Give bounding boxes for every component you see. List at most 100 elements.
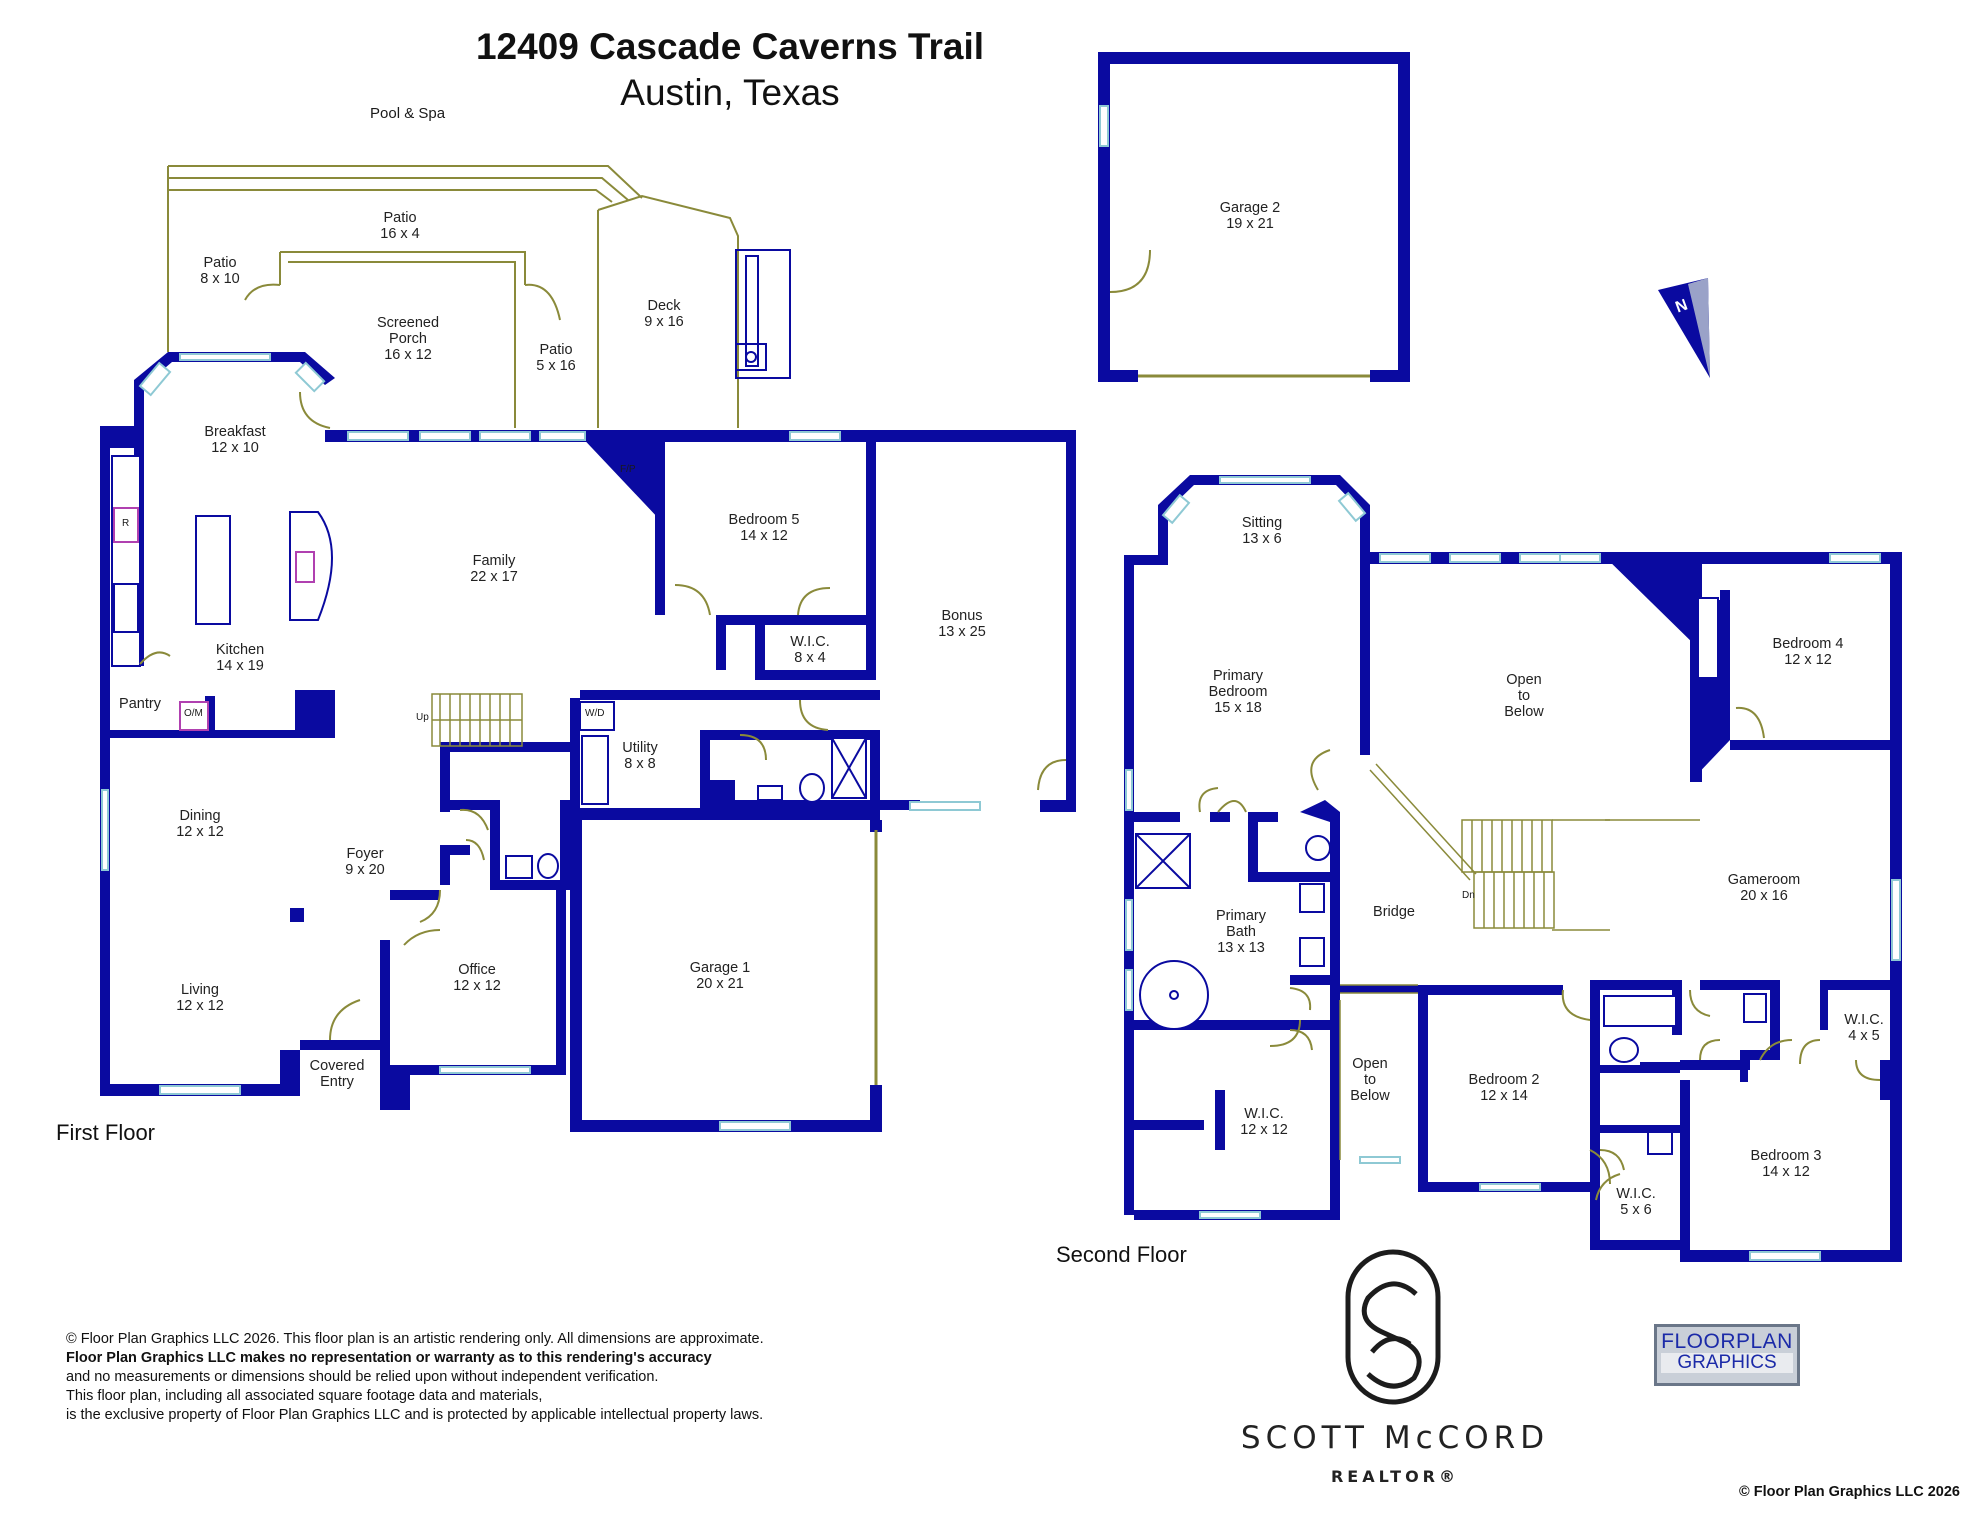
room-size: 12 x 12 bbox=[1240, 1122, 1288, 1138]
stairs-second bbox=[1461, 819, 1610, 931]
bridge-rails bbox=[1339, 763, 1700, 1160]
room-name: Bonus bbox=[941, 608, 983, 624]
brand-subtitle: REALTOR® bbox=[1330, 1467, 1459, 1486]
property-city: Austin, Texas bbox=[620, 72, 840, 113]
room-name: Bedroom 5 bbox=[728, 512, 800, 528]
stairs-up-label: Up bbox=[416, 712, 429, 723]
first-floor-walls bbox=[100, 352, 1076, 1132]
room-size: 9 x 20 bbox=[345, 862, 385, 878]
second-floor-windows bbox=[1125, 476, 1901, 1261]
room-size: 12 x 14 bbox=[1480, 1088, 1528, 1104]
brand-name: SCOTT McCORD bbox=[1240, 1420, 1550, 1456]
room-name: Foyer bbox=[346, 846, 384, 862]
room-label-wic-4x5: W.I.C.4 x 5 bbox=[1794, 1012, 1934, 1044]
room-size: 9 x 16 bbox=[644, 314, 684, 330]
property-address: 12409 Cascade Caverns Trail bbox=[475, 26, 985, 67]
room-size: 22 x 17 bbox=[470, 569, 518, 585]
room-size: 15 x 18 bbox=[1214, 700, 1262, 716]
door-swings-second bbox=[1198, 706, 1881, 1201]
room-name: Breakfast bbox=[204, 424, 266, 440]
disclaimer-line-2: Floor Plan Graphics LLC makes no represe… bbox=[66, 1350, 712, 1366]
door-swings-first bbox=[139, 391, 1067, 1041]
room-size: 14 x 19 bbox=[216, 658, 264, 674]
room-name: Covered Entry bbox=[309, 1058, 365, 1090]
room-name: Office bbox=[458, 962, 496, 978]
fp-label: F/P bbox=[620, 464, 636, 475]
room-size: 20 x 16 bbox=[1740, 888, 1788, 904]
room-size: 5 x 6 bbox=[1620, 1202, 1652, 1218]
room-name: Kitchen bbox=[215, 642, 265, 658]
room-label-bridge: Bridge bbox=[1324, 904, 1464, 920]
wd-label: W/D bbox=[585, 708, 605, 719]
disclaimer-line-5: is the exclusive property of Floor Plan … bbox=[66, 1407, 764, 1423]
room-name: Open to Below bbox=[1350, 1056, 1390, 1104]
room-size: 19 x 21 bbox=[1226, 216, 1274, 232]
room-size: 12 x 12 bbox=[176, 998, 224, 1014]
room-size: 13 x 25 bbox=[938, 624, 986, 640]
room-name: Patio bbox=[383, 210, 417, 226]
disclaimer-block: © Floor Plan Graphics LLC 2026. This flo… bbox=[66, 1330, 926, 1425]
room-size: 12 x 10 bbox=[211, 440, 259, 456]
room-name: Bedroom 2 bbox=[1468, 1072, 1540, 1088]
scott-mccord-logo-mark bbox=[1345, 1249, 1441, 1405]
room-name: W.I.C. bbox=[1616, 1186, 1656, 1202]
room-name: Sitting bbox=[1241, 515, 1283, 531]
outdoor-outlines bbox=[167, 165, 739, 428]
room-name: Bedroom 3 bbox=[1750, 1148, 1822, 1164]
pool-spa-label: Pool & Spa bbox=[370, 105, 446, 122]
room-size: 12 x 12 bbox=[1784, 652, 1832, 668]
disclaimer-line-3: and no measurements or dimensions should… bbox=[66, 1369, 659, 1385]
stairs-first bbox=[431, 693, 523, 747]
room-label-wic-primary: W.I.C.12 x 12 bbox=[1194, 1106, 1334, 1138]
room-size: 16 x 4 bbox=[380, 226, 420, 242]
room-name: Gameroom bbox=[1727, 872, 1801, 888]
room-size: 13 x 6 bbox=[1242, 531, 1282, 547]
room-name: Primary Bedroom bbox=[1208, 668, 1268, 700]
room-label-pantry: Pantry bbox=[70, 696, 210, 712]
room-label-wic-5x6: W.I.C.5 x 6 bbox=[1566, 1186, 1706, 1218]
room-name: Pantry bbox=[119, 696, 161, 712]
copyright-footer: © Floor Plan Graphics LLC 2026 bbox=[1739, 1484, 1960, 1500]
first-floor-windows bbox=[101, 353, 981, 1131]
room-size: 5 x 16 bbox=[536, 358, 576, 374]
room-name: Utility bbox=[622, 740, 658, 756]
room-name: Primary Bath bbox=[1216, 908, 1266, 940]
fpg-logo-line2: GRAPHICS bbox=[1661, 1353, 1793, 1373]
room-name: W.I.C. bbox=[1844, 1012, 1884, 1028]
room-label-covered: Covered Entry bbox=[267, 1058, 407, 1090]
grill-fixture bbox=[735, 249, 791, 379]
north-arrow bbox=[1658, 278, 1710, 378]
bath-fixtures-second bbox=[1135, 597, 1767, 1155]
room-name: W.I.C. bbox=[1244, 1106, 1284, 1122]
first-floor-label: First Floor bbox=[56, 1120, 155, 1145]
fpg-logo-line1: FLOORPLAN bbox=[1661, 1330, 1793, 1353]
room-name: Garage 2 bbox=[1219, 200, 1281, 216]
second-floor-label: Second Floor bbox=[1056, 1242, 1187, 1267]
room-name: Deck bbox=[647, 298, 681, 314]
disclaimer-line-4: This floor plan, including all associate… bbox=[66, 1388, 543, 1404]
room-size: 12 x 12 bbox=[453, 978, 501, 994]
disclaimer-line-1: © Floor Plan Graphics LLC 2026. This flo… bbox=[66, 1331, 764, 1347]
room-size: 12 x 12 bbox=[176, 824, 224, 840]
room-label-wic-1: W.I.C.8 x 4 bbox=[740, 634, 880, 666]
room-size: 16 x 12 bbox=[384, 347, 432, 363]
